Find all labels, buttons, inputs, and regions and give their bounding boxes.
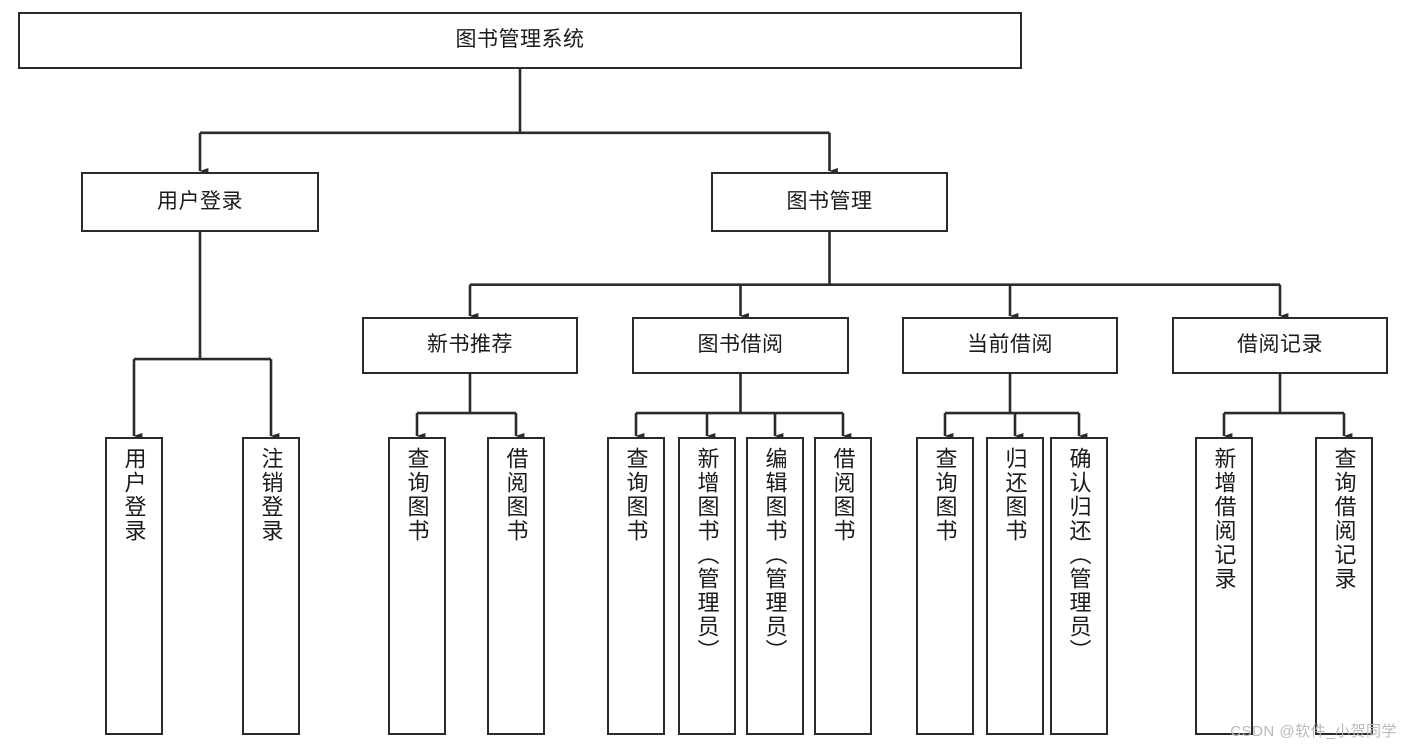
node-leaf-borrow-book-2[interactable]: 借阅图书	[814, 437, 872, 735]
node-root[interactable]: 图书管理系统	[18, 12, 1022, 69]
node-leaf-query-record[interactable]: 查询借阅记录	[1315, 437, 1373, 735]
node-book-manage[interactable]: 图书管理	[711, 172, 948, 232]
node-leaf-borrow-book-1[interactable]: 借阅图书	[487, 437, 545, 735]
node-label-new-book-rec: 新书推荐	[427, 333, 513, 357]
node-label-root: 图书管理系统	[455, 28, 585, 52]
node-leaf-edit-book[interactable]: 编辑图书（管理员）	[746, 437, 804, 735]
node-label-current-borrow: 当前借阅	[967, 333, 1053, 357]
node-current-borrow[interactable]: 当前借阅	[902, 317, 1118, 374]
node-leaf-query-book-1[interactable]: 查询图书	[388, 437, 446, 735]
node-label-leaf-edit-book: 编辑图书（管理员）	[762, 447, 788, 663]
node-user-login[interactable]: 用户登录	[81, 172, 319, 232]
node-leaf-add-book[interactable]: 新增图书（管理员）	[678, 437, 736, 735]
node-borrow-record[interactable]: 借阅记录	[1172, 317, 1388, 374]
node-label-leaf-query-book-3: 查询图书	[932, 447, 958, 543]
node-leaf-add-record[interactable]: 新增借阅记录	[1195, 437, 1253, 735]
node-label-borrow-record: 借阅记录	[1237, 333, 1323, 357]
node-label-leaf-borrow-book-1: 借阅图书	[503, 447, 529, 543]
node-label-leaf-confirm-return: 确认归还（管理员）	[1066, 447, 1092, 663]
node-leaf-return-book[interactable]: 归还图书	[986, 437, 1044, 735]
node-label-book-borrow: 图书借阅	[697, 333, 784, 357]
node-label-leaf-query-book-1: 查询图书	[404, 447, 430, 543]
node-leaf-query-book-3[interactable]: 查询图书	[916, 437, 974, 735]
node-leaf-user-login[interactable]: 用户登录	[105, 437, 163, 735]
node-label-leaf-user-login: 用户登录	[121, 447, 147, 543]
node-book-borrow[interactable]: 图书借阅	[632, 317, 849, 374]
node-label-leaf-borrow-book-2: 借阅图书	[830, 447, 856, 543]
node-leaf-user-logout[interactable]: 注销登录	[242, 437, 300, 735]
edges	[132, 69, 1353, 439]
node-label-leaf-add-book: 新增图书（管理员）	[694, 447, 720, 663]
node-new-book-rec[interactable]: 新书推荐	[362, 317, 578, 374]
node-leaf-query-book-2[interactable]: 查询图书	[607, 437, 665, 735]
node-label-user-login: 用户登录	[157, 189, 243, 213]
node-label-leaf-query-record: 查询借阅记录	[1331, 447, 1357, 591]
node-label-leaf-user-logout: 注销登录	[258, 447, 284, 543]
node-label-book-manage: 图书管理	[786, 189, 873, 213]
node-label-leaf-return-book: 归还图书	[1002, 447, 1028, 543]
node-label-leaf-query-book-2: 查询图书	[623, 447, 649, 543]
node-label-leaf-add-record: 新增借阅记录	[1211, 447, 1237, 591]
node-leaf-confirm-return[interactable]: 确认归还（管理员）	[1050, 437, 1108, 735]
